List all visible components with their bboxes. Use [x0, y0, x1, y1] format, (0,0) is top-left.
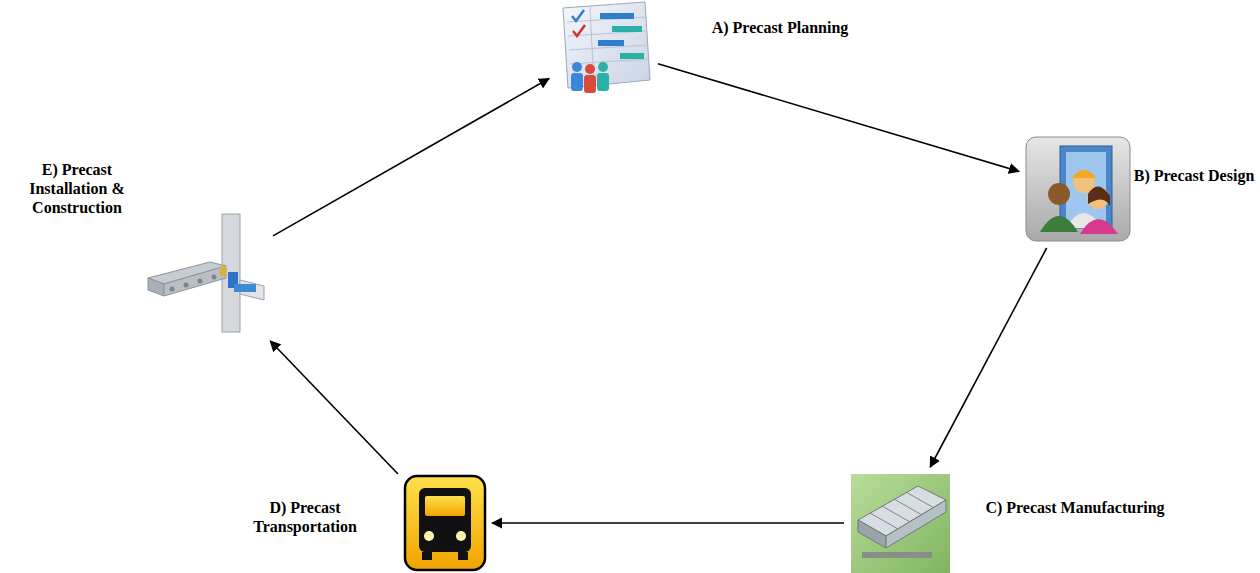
step-label: B) Precast Design — [1132, 166, 1256, 185]
step-label: C) Precast Manufacturing — [985, 498, 1165, 517]
step-label: A) Precast Planning — [690, 18, 870, 37]
truck-icon — [405, 476, 485, 570]
design-step: B) Precast Design — [1025, 136, 1131, 242]
flow-arrow — [930, 248, 1046, 467]
transportation-step: D) Precast Transportation — [404, 475, 486, 571]
step-label: D) Precast Transportation — [220, 498, 390, 536]
design-icon — [1026, 137, 1130, 241]
planning-icon — [563, 2, 650, 93]
installation-step: E) Precast Installation & Construction — [145, 213, 267, 335]
manufacturing-step: C) Precast Manufacturing — [850, 473, 951, 573]
precast-connection-icon — [148, 214, 264, 332]
flow-arrow — [492, 522, 844, 524]
planning-step: A) Precast Planning — [555, 0, 652, 95]
flow-arrow — [273, 79, 549, 236]
flow-arrow — [658, 64, 1019, 172]
factory-icon — [851, 474, 950, 573]
flow-arrow — [270, 341, 398, 474]
step-label: E) Precast Installation & Construction — [2, 160, 152, 217]
